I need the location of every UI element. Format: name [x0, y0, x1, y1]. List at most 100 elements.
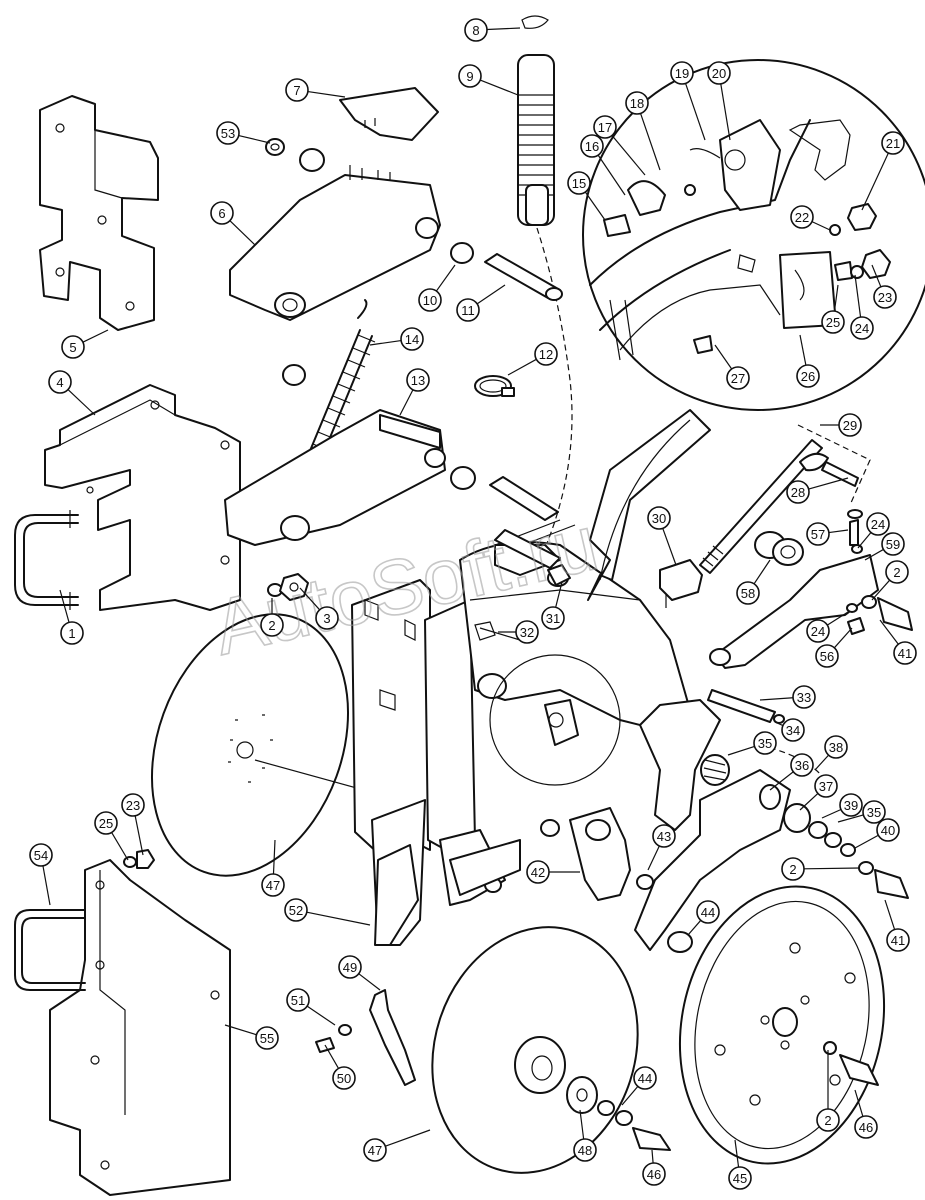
callout-44: 44 [621, 1066, 657, 1106]
callout-label: 48 [578, 1143, 592, 1158]
callout-label: 23 [126, 798, 140, 813]
callout-bubble [726, 366, 750, 390]
callout-bubble [456, 298, 480, 322]
callout-23: 23 [121, 793, 145, 856]
callout-19: 19 [670, 61, 706, 141]
callout-label: 53 [221, 126, 235, 141]
callout-label: 3 [323, 611, 330, 626]
callout-leader [833, 627, 853, 649]
bracket-plate-part-5 [39, 95, 159, 331]
callout-bubble [363, 1138, 387, 1162]
callout-bubble [29, 843, 53, 867]
bushing-part-53 [265, 138, 325, 172]
callout-leader [272, 839, 276, 875]
callout-leader [224, 1024, 257, 1036]
callout-29: 29 [820, 413, 862, 437]
callout-label: 43 [657, 829, 671, 844]
callout-5: 5 [61, 329, 109, 359]
callout-leader [837, 814, 864, 823]
callout-leader [799, 334, 807, 366]
callout-59: 59 [864, 532, 905, 561]
callout-label: 42 [531, 865, 545, 880]
callout-bubble [593, 115, 617, 139]
callout-leader [720, 83, 731, 141]
callout-label: 45 [733, 1171, 747, 1186]
callout-33: 33 [759, 685, 816, 709]
callout-leader [67, 389, 96, 416]
callout-bubble [824, 735, 848, 759]
callout-43: 43 [647, 824, 676, 871]
callout-label: 40 [881, 823, 895, 838]
callout-35: 35 [837, 800, 886, 824]
callout-bubble [580, 134, 604, 158]
callout-leader [714, 344, 733, 370]
callout-label: 2 [789, 862, 796, 877]
callout-bubble [838, 413, 862, 437]
callout-30: 30 [647, 506, 677, 566]
callout-label: 38 [829, 740, 843, 755]
callout-leader [774, 721, 784, 727]
callout-leader [476, 284, 506, 305]
callout-25: 25 [821, 284, 845, 334]
callout-bubble [796, 364, 820, 388]
callout-leader [480, 79, 519, 96]
callout-label: 20 [712, 66, 726, 81]
pin-part-33 [707, 689, 785, 724]
detail-link-arrow [587, 409, 711, 601]
callout-label: 50 [337, 1071, 351, 1086]
callout-label: 24 [871, 517, 885, 532]
hose-clamp-part-12 [474, 375, 515, 397]
callout-label: 14 [405, 332, 419, 347]
callout-leader [861, 152, 889, 211]
callout-label: 44 [638, 1071, 652, 1086]
callout-51: 51 [286, 988, 336, 1026]
callout-label: 57 [811, 527, 825, 542]
callout-leader [507, 358, 537, 376]
callout-label: 36 [795, 758, 809, 773]
callout-bubble [781, 857, 805, 881]
callout-38: 38 [814, 735, 848, 771]
pin-part-11 [450, 242, 563, 301]
callout-bubble [816, 1108, 840, 1132]
callout-bubble [261, 873, 285, 897]
callout-46: 46 [642, 1149, 666, 1186]
callout-37: 37 [799, 774, 838, 811]
callout-leader [324, 1044, 340, 1069]
callout-leader [42, 865, 51, 906]
callout-label: 12 [539, 347, 553, 362]
callout-24: 24 [850, 274, 874, 340]
callout-label: 46 [647, 1167, 661, 1182]
callout-label: 1 [68, 626, 75, 641]
callout-bubble [792, 685, 816, 709]
callout-leader [399, 389, 414, 416]
callout-bubble [210, 201, 234, 225]
callout-bubble [526, 860, 550, 884]
lower-bracket-part-55 [14, 849, 231, 1196]
disc-blade-part-47 [150, 613, 401, 877]
callout-40: 40 [854, 818, 900, 849]
callout-leader [687, 919, 702, 936]
callout-36: 36 [769, 753, 814, 791]
callout-leader [769, 771, 794, 791]
callout-leader [833, 284, 839, 312]
callout-leader [821, 808, 842, 819]
callout-24: 24 [857, 512, 890, 549]
callout-2: 2 [816, 1050, 840, 1132]
callout-label: 29 [843, 418, 857, 433]
callout-label: 22 [795, 210, 809, 225]
callout-label: 25 [826, 315, 840, 330]
callout-label: 35 [867, 805, 881, 820]
callout-15: 15 [567, 171, 606, 221]
callout-label: 24 [811, 624, 825, 639]
callout-leader [611, 135, 646, 176]
callout-bubble [255, 1026, 279, 1050]
callout-label: 47 [266, 878, 280, 893]
callout-leader [808, 477, 849, 490]
callout-bubble [806, 522, 830, 546]
scraper-part-49 [315, 989, 416, 1086]
callout-leader [486, 27, 521, 31]
clip-part-32 [474, 621, 496, 641]
callout-bubble [464, 18, 488, 42]
callout-bubble [854, 1115, 878, 1139]
